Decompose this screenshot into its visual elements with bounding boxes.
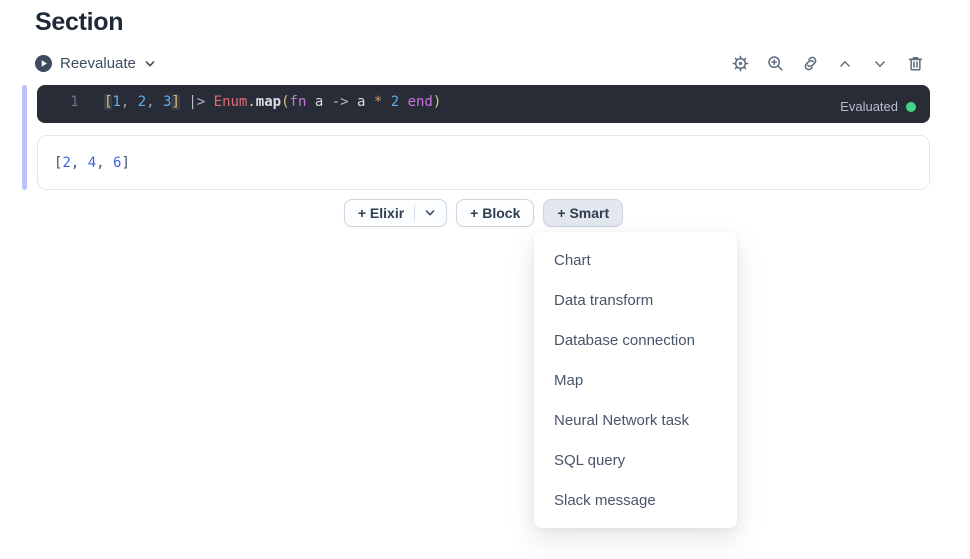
- code-token: 2: [137, 94, 147, 110]
- evaluation-status: Evaluated: [840, 97, 916, 117]
- smart-menu-item-neural-network-task[interactable]: Neural Network task: [554, 411, 690, 429]
- link-icon[interactable]: [797, 51, 823, 77]
- insert-elixir-button[interactable]: + Elixir: [343, 199, 448, 227]
- code-token: (: [281, 94, 290, 110]
- cell-actions-row: Reevaluate: [35, 50, 928, 77]
- button-divider: [414, 205, 416, 221]
- chevron-down-icon[interactable]: [415, 200, 446, 226]
- smart-menu-item-database-connection[interactable]: Database connection: [554, 331, 695, 349]
- settings-icon[interactable]: [727, 51, 753, 77]
- insert-block-button[interactable]: + Block: [456, 199, 535, 227]
- code-token: ->: [331, 94, 349, 110]
- move-up-icon[interactable]: [832, 51, 858, 77]
- cell-output: [2, 4, 6]: [37, 135, 930, 190]
- insert-elixir-label: + Elixir: [357, 205, 405, 221]
- code-token: a: [306, 94, 332, 110]
- smart-menu-item-data-transform[interactable]: Data transform: [554, 291, 654, 309]
- evaluation-status-label: Evaluated: [840, 99, 898, 114]
- insert-smart-button[interactable]: + Smart: [543, 199, 624, 227]
- chevron-down-icon: [144, 58, 156, 70]
- smart-menu-item-map[interactable]: Map: [554, 371, 584, 389]
- output-token: 2: [62, 154, 71, 171]
- reevaluate-button[interactable]: Reevaluate: [35, 55, 156, 72]
- output-token: ,: [96, 154, 114, 171]
- code-token: [205, 94, 213, 110]
- code-line: 1 [1, 2, 3] |> Enum.map(fn a -> a * 2 en…: [37, 85, 930, 112]
- code-cell-editor[interactable]: 1 [1, 2, 3] |> Enum.map(fn a -> a * 2 en…: [37, 85, 930, 123]
- output-token: ,: [70, 154, 88, 171]
- line-number: 1: [70, 94, 79, 110]
- code-token: ,: [146, 94, 164, 110]
- smart-menu-item-chart[interactable]: Chart: [554, 251, 591, 269]
- code-token: end: [407, 94, 433, 110]
- code-token: ]: [171, 94, 180, 110]
- code-token: ): [432, 94, 442, 110]
- code-token: a: [348, 94, 374, 110]
- focused-cell-indicator: [22, 85, 27, 190]
- code-token: map: [255, 94, 282, 110]
- output-token: ]: [121, 154, 130, 171]
- output-token: 6: [113, 154, 122, 171]
- section-title: Section: [35, 8, 124, 36]
- code-source: [1, 2, 3] |> Enum.map(fn a -> a * 2 end): [104, 92, 441, 112]
- code-token: *: [373, 94, 383, 110]
- smart-menu-item-slack-message[interactable]: Slack message: [554, 491, 656, 509]
- code-token: .: [247, 94, 256, 110]
- output-token: 4: [87, 154, 97, 171]
- move-down-icon[interactable]: [867, 51, 893, 77]
- reevaluate-label: Reevaluate: [60, 55, 136, 72]
- play-circle-icon: [35, 55, 52, 72]
- code-token: 2: [382, 94, 408, 110]
- code-token: 1: [112, 94, 121, 110]
- delete-icon[interactable]: [902, 51, 928, 77]
- code-token: fn: [289, 94, 307, 110]
- code-token: ,: [120, 94, 138, 110]
- cell-actions-icons: [727, 51, 928, 77]
- zoom-in-icon[interactable]: [762, 51, 788, 77]
- output-token: [: [54, 154, 63, 171]
- evaluation-status-dot: [906, 102, 916, 112]
- code-token: [: [104, 94, 113, 110]
- code-token: 3: [163, 94, 172, 110]
- code-token: |>: [188, 94, 206, 110]
- code-token: Enum: [213, 94, 248, 110]
- insert-controls: + Elixir + Block + Smart: [37, 199, 930, 227]
- smart-menu-item-sql-query[interactable]: SQL query: [554, 451, 626, 469]
